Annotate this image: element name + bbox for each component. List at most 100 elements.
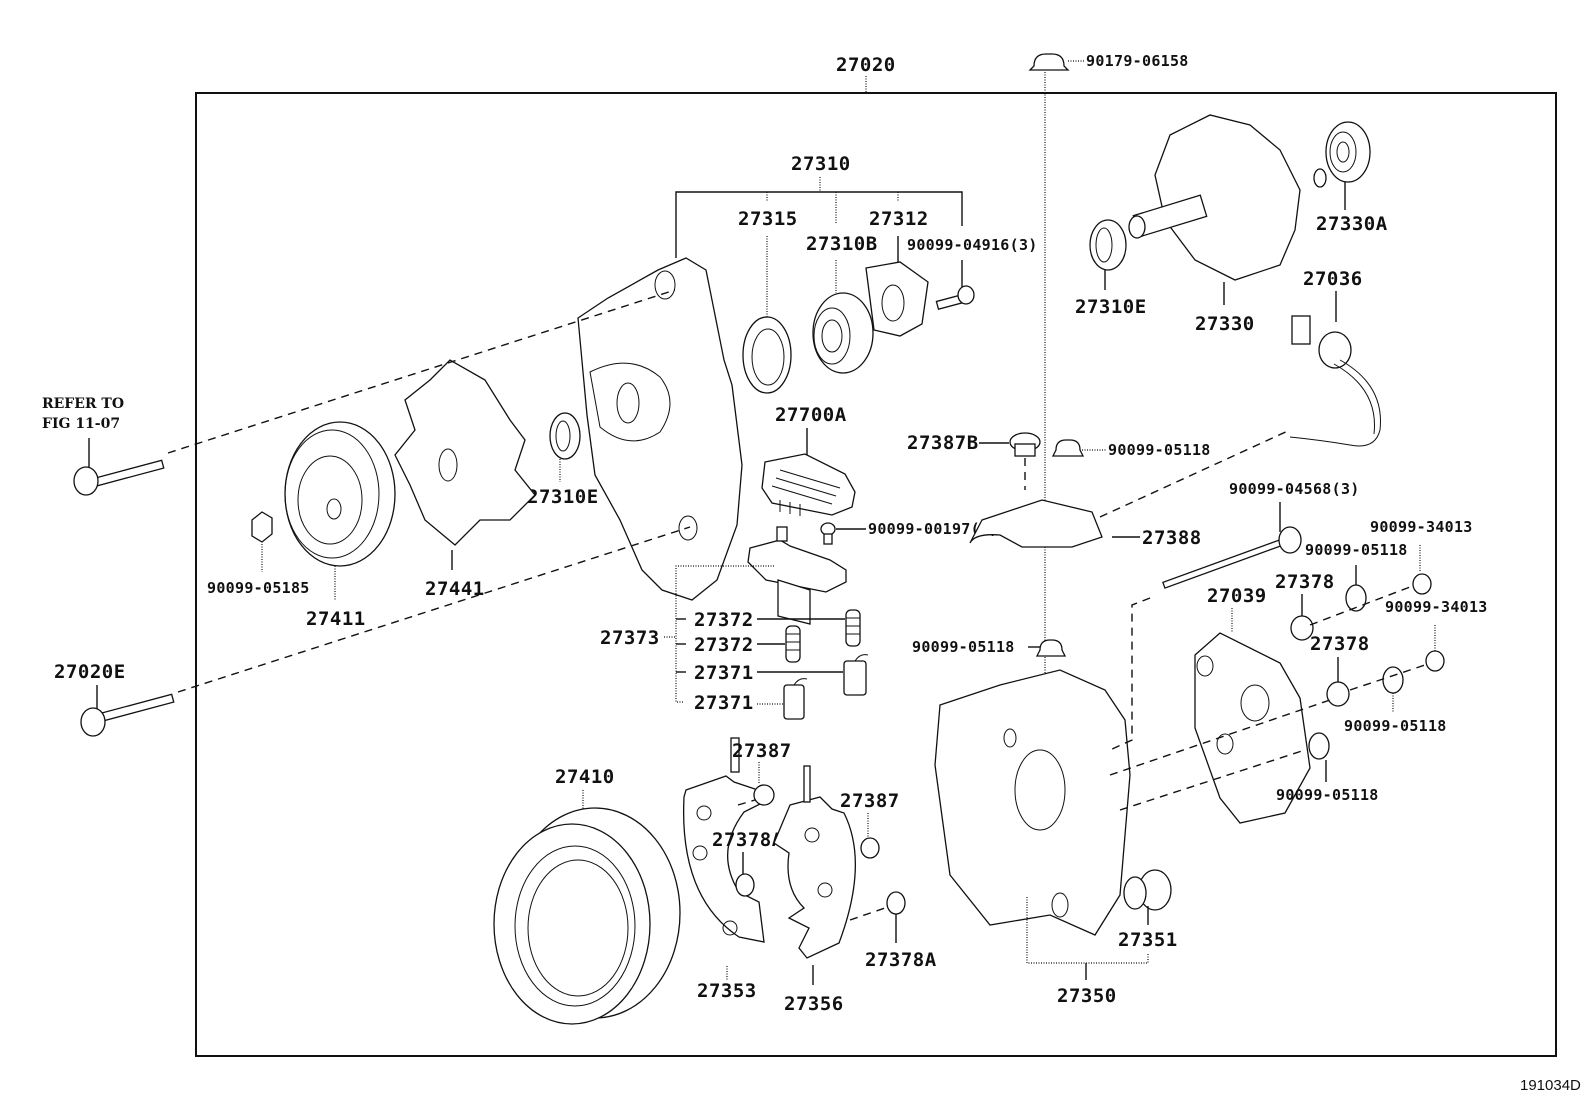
label-27312[interactable]: 27312 xyxy=(869,208,929,230)
bracket-27350 xyxy=(1026,897,1149,964)
label-27356[interactable]: 27356 xyxy=(784,993,844,1015)
guide-frame-right xyxy=(1109,699,1331,776)
label-27388[interactable]: 27388 xyxy=(1142,527,1202,549)
bushing-27378A-a[interactable] xyxy=(735,873,755,897)
insulator-27387B[interactable] xyxy=(1009,432,1041,457)
bearing-27330A[interactable] xyxy=(1325,121,1371,183)
spring-27372-a[interactable] xyxy=(845,609,861,647)
label-27372-a[interactable]: 27372 xyxy=(694,609,754,631)
label-27371-a[interactable]: 27371 xyxy=(694,662,754,684)
seal-27310E-top[interactable] xyxy=(1089,219,1127,271)
label-27310[interactable]: 27310 xyxy=(791,153,851,175)
refer-to-line-2: FIG 11-07 xyxy=(42,416,120,432)
nut-90099-05118-b[interactable] xyxy=(1345,584,1367,612)
label-90099-00197[interactable]: 90099-00197(3) xyxy=(868,520,999,538)
nut-90099-05118-d[interactable] xyxy=(1308,732,1330,760)
seal-27315[interactable] xyxy=(742,316,792,394)
terminal-cover-27388[interactable] xyxy=(969,499,1103,548)
nut-90099-34013-b[interactable] xyxy=(1425,650,1445,672)
bolt-90099-04568[interactable] xyxy=(1162,526,1302,589)
stator-27410[interactable] xyxy=(493,807,681,1025)
screw-90099-00197[interactable] xyxy=(820,522,836,545)
label-90099-05118-c[interactable]: 90099-05118 xyxy=(1344,717,1447,735)
bearing-27310B[interactable] xyxy=(812,292,874,374)
label-27330[interactable]: 27330 xyxy=(1195,313,1255,335)
nut-90099-05118-a[interactable] xyxy=(1051,439,1085,457)
label-90099-34013-b[interactable]: 90099-34013 xyxy=(1385,598,1488,616)
label-90099-04568[interactable]: 90099-04568(3) xyxy=(1229,480,1360,498)
label-27441[interactable]: 27441 xyxy=(425,578,485,600)
rectifier-plate-27356[interactable] xyxy=(773,765,856,959)
nut-90099-05185[interactable] xyxy=(251,511,273,543)
voltage-regulator-27700A[interactable] xyxy=(761,453,856,516)
brush-holder-27373[interactable] xyxy=(747,526,847,625)
insulator-27351[interactable] xyxy=(1123,869,1172,911)
guide-long-bolt xyxy=(1109,597,1151,751)
label-27039[interactable]: 27039 xyxy=(1207,585,1267,607)
refer-to-line-1: REFER TO xyxy=(42,396,124,412)
rotor-27330[interactable] xyxy=(1128,114,1327,281)
label-27310B[interactable]: 27310B xyxy=(806,233,878,255)
label-90099-05118-a[interactable]: 90099-05118 xyxy=(1108,441,1211,459)
spring-27372-b[interactable] xyxy=(785,625,801,663)
label-27315[interactable]: 27315 xyxy=(738,208,798,230)
nut-90099-05118-e[interactable] xyxy=(1035,639,1067,657)
rear-cover-27039[interactable] xyxy=(1194,632,1311,824)
label-90099-05118-b[interactable]: 90099-05118 xyxy=(1305,541,1408,559)
label-27310E-mid[interactable]: 27310E xyxy=(527,486,599,508)
label-27330A[interactable]: 27330A xyxy=(1316,213,1388,235)
label-27700A[interactable]: 27700A xyxy=(775,404,847,426)
label-27371-b[interactable]: 27371 xyxy=(694,692,754,714)
through-bolt-upper[interactable] xyxy=(73,459,165,496)
nut-90099-05118-c[interactable] xyxy=(1382,666,1404,694)
bushing-27378-b[interactable] xyxy=(1326,681,1350,707)
insulator-27387-b[interactable] xyxy=(860,837,880,859)
label-90099-04916[interactable]: 90099-04916(3) xyxy=(907,236,1038,254)
nut-90099-34013-a[interactable] xyxy=(1412,573,1432,595)
label-27020[interactable]: 27020 xyxy=(836,54,896,76)
label-27373[interactable]: 27373 xyxy=(600,627,660,649)
label-27350[interactable]: 27350 xyxy=(1057,985,1117,1007)
label-27410[interactable]: 27410 xyxy=(555,766,615,788)
label-90099-05118-d[interactable]: 90099-05118 xyxy=(1276,786,1379,804)
screw-90099-04916[interactable] xyxy=(935,285,975,311)
fan-27441[interactable] xyxy=(394,359,536,546)
brush-27371-b[interactable] xyxy=(783,678,808,720)
label-27387-a[interactable]: 27387 xyxy=(732,740,792,762)
drive-end-frame[interactable] xyxy=(577,257,743,601)
label-90099-05118-e[interactable]: 90099-05118 xyxy=(912,638,1015,656)
label-27411[interactable]: 27411 xyxy=(306,608,366,630)
label-27378A-b[interactable]: 27378A xyxy=(865,949,937,971)
label-27310E-top[interactable]: 27310E xyxy=(1075,296,1147,318)
guide-lower-right xyxy=(1119,749,1306,811)
sensor-27036[interactable] xyxy=(1289,315,1381,447)
nut-90179-06158[interactable] xyxy=(1028,53,1070,71)
bracket-27373 xyxy=(675,565,774,703)
bushing-27378-a[interactable] xyxy=(1290,615,1314,641)
guide-upper-right xyxy=(1309,586,1411,626)
label-27351[interactable]: 27351 xyxy=(1118,929,1178,951)
brush-27371-a[interactable] xyxy=(843,654,869,696)
pulley-27411[interactable] xyxy=(284,421,396,567)
rectifier-plate-27353[interactable] xyxy=(682,737,765,943)
through-bolt-27020E[interactable] xyxy=(80,693,175,737)
retainer-plate-27312[interactable] xyxy=(865,261,929,337)
label-27353[interactable]: 27353 xyxy=(697,980,757,1002)
insulator-27387-a[interactable] xyxy=(753,784,775,806)
label-27387B[interactable]: 27387B xyxy=(907,432,979,454)
guide-27387-a xyxy=(737,799,756,806)
bushing-27378A-b[interactable] xyxy=(886,891,906,915)
label-27378-b[interactable]: 27378 xyxy=(1310,633,1370,655)
label-27387-b[interactable]: 27387 xyxy=(840,790,900,812)
figure-id: 191034D xyxy=(1520,1077,1581,1094)
seal-27310E-mid[interactable] xyxy=(549,412,581,460)
label-27378A-a[interactable]: 27378A xyxy=(712,829,784,851)
rectifier-end-frame-27350[interactable] xyxy=(934,669,1131,936)
label-90099-05185[interactable]: 90099-05185 xyxy=(207,579,310,597)
label-90099-34013-a[interactable]: 90099-34013 xyxy=(1370,518,1473,536)
label-27372-b[interactable]: 27372 xyxy=(694,634,754,656)
label-27036[interactable]: 27036 xyxy=(1303,268,1363,290)
label-27378-a[interactable]: 27378 xyxy=(1275,571,1335,593)
label-27020E[interactable]: 27020E xyxy=(54,661,126,683)
label-90179-06158[interactable]: 90179-06158 xyxy=(1086,52,1189,70)
